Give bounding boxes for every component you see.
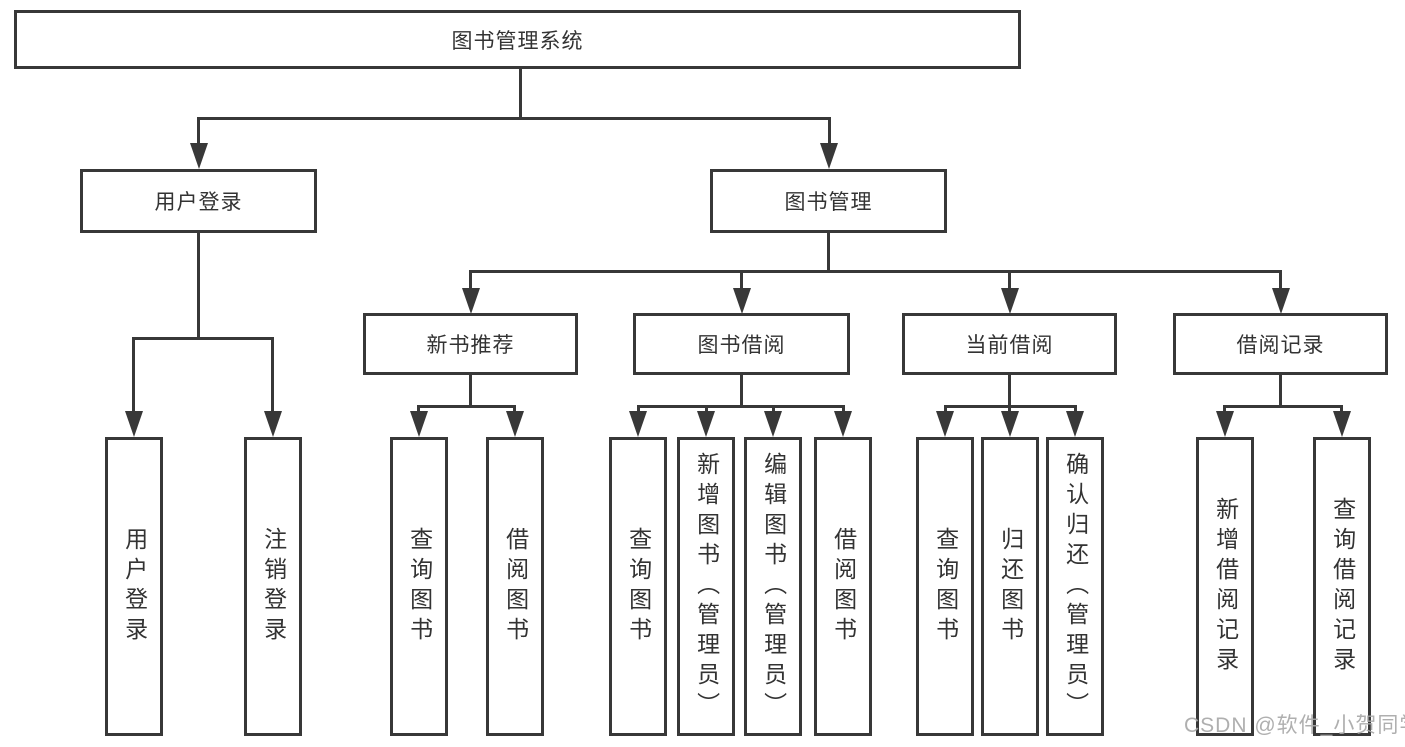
connector-line: [1340, 405, 1343, 413]
arrow-down-icon: [820, 143, 838, 169]
leaf-label: 查询图书: [932, 526, 959, 647]
connector-line: [740, 270, 743, 290]
arrow-down-icon: [764, 411, 782, 437]
leaf-label: 确认归还（管理员）: [1062, 451, 1089, 722]
connector-line: [637, 405, 640, 413]
leaf-label: 注销登录: [260, 526, 287, 647]
arrow-down-icon: [1001, 411, 1019, 437]
connector-line: [469, 375, 472, 405]
connector-line: [1223, 405, 1343, 408]
connector-line: [1008, 375, 1011, 405]
leaf-query-books: 查询图书: [390, 437, 448, 736]
connector-line: [1279, 375, 1282, 405]
node-new-book-recommendation: 新书推荐: [363, 313, 578, 375]
arrow-down-icon: [629, 411, 647, 437]
arrow-down-icon: [1216, 411, 1234, 437]
arrow-down-icon: [506, 411, 524, 437]
connector-line: [513, 405, 516, 413]
leaf-user-login: 用户登录: [105, 437, 163, 736]
node-label: 新书推荐: [426, 334, 515, 357]
connector-line: [519, 69, 522, 117]
connector-line: [132, 337, 274, 340]
leaf-borrow-books: 借阅图书: [486, 437, 544, 736]
leaf-label: 借阅图书: [830, 526, 857, 647]
node-library-management-system: 图书管理系统: [14, 10, 1021, 69]
node-label: 图书借阅: [697, 334, 786, 357]
connector-line: [944, 405, 947, 413]
connector-line: [132, 337, 135, 413]
leaf-borrow-books: 借阅图书: [814, 437, 872, 736]
leaf-add-book-admin: 新增图书（管理员）: [677, 437, 735, 736]
node-label: 当前借阅: [965, 334, 1054, 357]
arrow-down-icon: [190, 143, 208, 169]
node-book-borrowing: 图书借阅: [633, 313, 850, 375]
leaf-query-books: 查询图书: [609, 437, 667, 736]
connector-line: [842, 405, 845, 413]
arrow-down-icon: [697, 411, 715, 437]
arrow-down-icon: [1272, 288, 1290, 314]
node-label: 借阅记录: [1236, 334, 1325, 357]
connector-line: [197, 117, 831, 120]
leaf-label: 借阅图书: [502, 526, 529, 647]
connector-line: [1008, 405, 1011, 413]
connector-line: [469, 270, 472, 290]
csdn-watermark: CSDN @软件_小贺同学: [1184, 714, 1405, 737]
connector-line: [271, 337, 274, 413]
node-label: 用户登录: [154, 191, 243, 214]
node-current-borrowing: 当前借阅: [902, 313, 1117, 375]
leaf-label: 查询借阅记录: [1329, 496, 1356, 677]
connector-line: [1008, 270, 1011, 290]
connector-line: [197, 117, 200, 144]
arrow-down-icon: [264, 411, 282, 437]
arrow-down-icon: [1066, 411, 1084, 437]
node-user-login: 用户登录: [80, 169, 317, 233]
leaf-label: 查询图书: [406, 526, 433, 647]
arrow-down-icon: [733, 288, 751, 314]
leaf-label: 编辑图书（管理员）: [760, 451, 787, 722]
arrow-down-icon: [1001, 288, 1019, 314]
connector-line: [772, 405, 775, 413]
connector-line: [828, 117, 831, 144]
connector-line: [1074, 405, 1077, 413]
connector-line: [417, 405, 420, 413]
leaf-query-books: 查询图书: [916, 437, 974, 736]
arrow-down-icon: [1333, 411, 1351, 437]
arrow-down-icon: [834, 411, 852, 437]
connector-line: [469, 270, 1282, 273]
connector-line: [827, 233, 830, 270]
arrow-down-icon: [125, 411, 143, 437]
leaf-confirm-return-admin: 确认归还（管理员）: [1046, 437, 1104, 736]
arrow-down-icon: [410, 411, 428, 437]
connector-line: [1223, 405, 1226, 413]
leaf-logout: 注销登录: [244, 437, 302, 736]
leaf-add-borrow-record: 新增借阅记录: [1196, 437, 1254, 736]
leaf-label: 用户登录: [121, 526, 148, 647]
connector-line: [417, 405, 516, 408]
node-borrowing-records: 借阅记录: [1173, 313, 1388, 375]
leaf-edit-book-admin: 编辑图书（管理员）: [744, 437, 802, 736]
leaf-label: 查询图书: [625, 526, 652, 647]
node-label: 图书管理: [784, 191, 873, 214]
leaf-label: 新增借阅记录: [1212, 496, 1239, 677]
connector-line: [637, 405, 845, 408]
connector-line: [1279, 270, 1282, 290]
connector-line: [740, 375, 743, 405]
arrow-down-icon: [462, 288, 480, 314]
connector-line: [197, 233, 200, 337]
leaf-label: 新增图书（管理员）: [693, 451, 720, 722]
arrow-down-icon: [936, 411, 954, 437]
leaf-label: 归还图书: [997, 526, 1024, 647]
leaf-return-book: 归还图书: [981, 437, 1039, 736]
leaf-query-borrow-record: 查询借阅记录: [1313, 437, 1371, 736]
connector-line: [705, 405, 708, 413]
node-book-management: 图书管理: [710, 169, 947, 233]
node-label: 图书管理系统: [451, 29, 584, 53]
